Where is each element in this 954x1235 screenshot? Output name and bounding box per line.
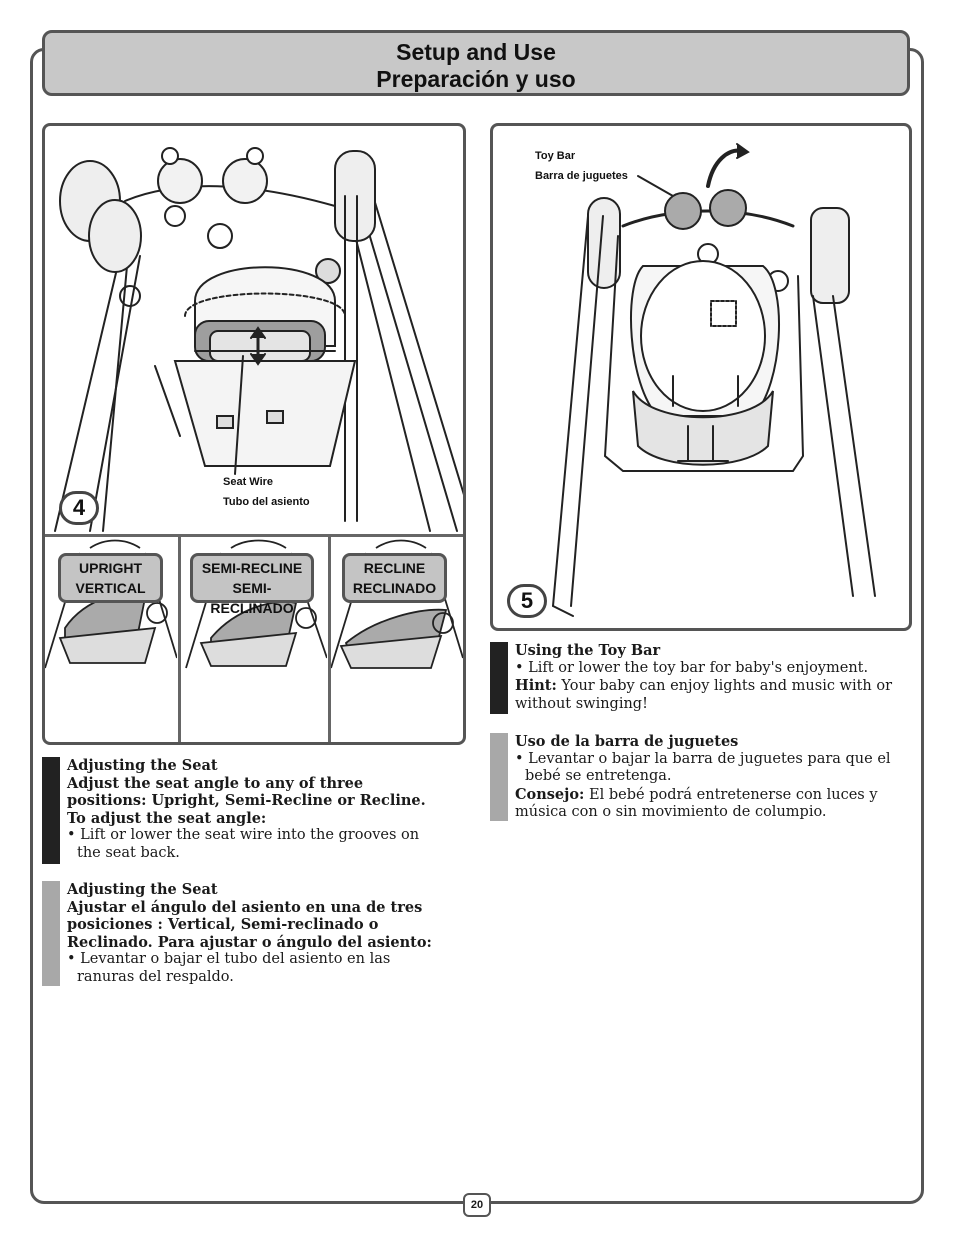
recline-label-box: RECLINE RECLINADO <box>342 553 447 603</box>
hint-paragraph: Hint: Your baby can enjoy lights and mus… <box>515 677 900 713</box>
section-heading: Adjusting the Seat <box>67 757 218 774</box>
step-5-panel: Toy Bar Barra de juguetes 5 <box>490 123 912 631</box>
toy-bar-callout: Toy Bar Barra de juguetes <box>535 150 628 182</box>
section-bullet: • Lift or lower the toy bar for baby's e… <box>515 659 869 676</box>
recline-position-thumbnail <box>331 539 463 669</box>
toy-bar-illustration <box>552 143 876 617</box>
upright-position-thumbnail <box>45 539 177 669</box>
thumb-divider <box>328 534 331 742</box>
section-heading: Adjusting the Seat <box>67 881 218 898</box>
title-banner: Setup and Use Preparación y uso <box>42 30 910 96</box>
recline-label: RECLINE <box>363 560 426 576</box>
semi-reclinado-label: SEMI-RECLINADO <box>210 580 294 616</box>
section-heading: Uso de la barra de juguetes <box>515 733 739 750</box>
upright-label: UPRIGHT <box>79 560 142 576</box>
page-title: Setup and Use <box>396 39 556 65</box>
reclinado-label: RECLINADO <box>352 580 437 596</box>
toy-bar-label-spanish: Barra de juguetes <box>535 170 628 182</box>
swing-seat-illustration <box>54 147 463 532</box>
upright-label-box: UPRIGHT VERTICAL <box>58 553 163 603</box>
adjusting-seat-english: Adjusting the Seat Adjust the seat angle… <box>42 757 442 864</box>
section-instruction: Adjust the seat angle to any of three po… <box>67 774 426 827</box>
step-4-panel: Seat Wire Tubo del asiento 4 <box>42 123 466 745</box>
english-section-bar <box>490 642 508 714</box>
spanish-section-bar <box>42 881 60 986</box>
section-bullet: • Levantar o bajar la barra de juguetes … <box>515 750 891 785</box>
toy-bar-label: Toy Bar <box>535 150 576 162</box>
seat-wire-label-spanish: Tubo del asiento <box>223 496 310 508</box>
section-bullet: • Lift or lower the seat wire into the g… <box>67 827 420 861</box>
hint-text: El bebé podrá entretenerse con luces y m… <box>515 786 878 821</box>
section-instruction: Ajustar el ángulo del asiento en una de … <box>67 898 432 951</box>
seat-wire-label: Seat Wire <box>223 476 274 488</box>
adjusting-seat-spanish: Adjusting the Seat Ajustar el ángulo del… <box>42 881 442 986</box>
section-heading: Using the Toy Bar <box>515 642 661 659</box>
toy-bar-spanish: Uso de la barra de juguetes • Levantar o… <box>490 733 900 822</box>
hint-label: Hint: <box>515 677 557 694</box>
semi-recline-label-box: SEMI-RECLINE SEMI-RECLINADO <box>190 553 314 616</box>
hint-text: Your baby can enjoy lights and music wit… <box>515 678 893 712</box>
step-5-badge: 5 <box>507 584 547 618</box>
page-title-spanish: Preparación y uso <box>376 66 576 92</box>
step-4-badge: 4 <box>59 491 99 525</box>
thumb-divider <box>178 534 181 742</box>
hint-label: Consejo: <box>515 785 585 803</box>
seat-wire-callout: Seat Wire Tubo del asiento <box>223 476 310 508</box>
section-bullet: • Levantar o bajar el tubo del asiento e… <box>67 951 391 985</box>
page-number: 20 <box>463 1193 491 1217</box>
spanish-section-bar <box>490 733 508 821</box>
semi-recline-label: SEMI-RECLINE <box>201 560 303 576</box>
panel-divider <box>45 534 463 537</box>
hint-paragraph: Consejo: El bebé podrá entretenerse con … <box>515 786 900 822</box>
english-section-bar <box>42 757 60 864</box>
toy-bar-english: Using the Toy Bar • Lift or lower the to… <box>490 642 900 714</box>
vertical-label: VERTICAL <box>75 580 146 596</box>
